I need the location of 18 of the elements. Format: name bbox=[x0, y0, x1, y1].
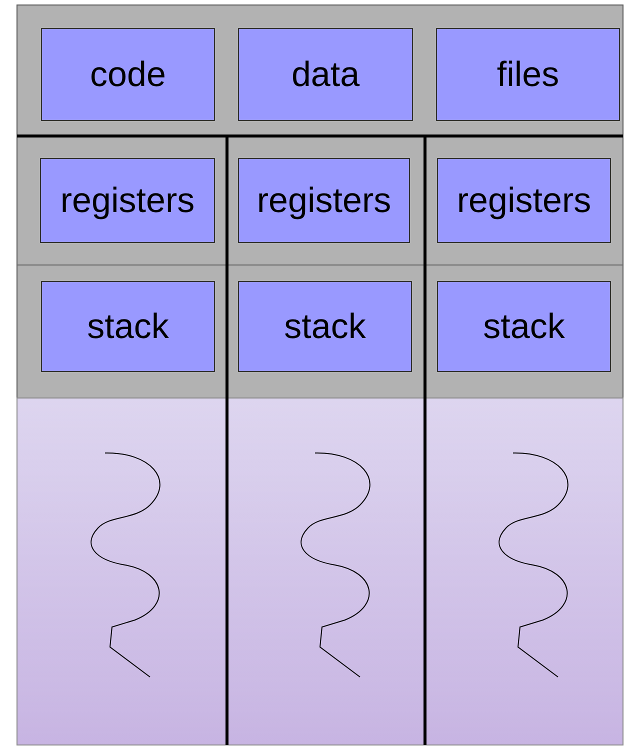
box-label: stack bbox=[87, 306, 169, 346]
memory-box bbox=[436, 28, 620, 121]
memory-box bbox=[238, 281, 412, 372]
memory-box bbox=[40, 158, 215, 243]
memory-box bbox=[41, 28, 215, 121]
box-label: stack bbox=[483, 306, 565, 346]
memory-box bbox=[41, 281, 215, 372]
memory-box bbox=[437, 158, 611, 243]
box-label: registers bbox=[60, 180, 195, 220]
box-label: registers bbox=[456, 180, 592, 220]
memory-box bbox=[238, 158, 410, 243]
box-label: registers bbox=[256, 180, 392, 220]
memory-box bbox=[238, 28, 413, 121]
box-label: stack bbox=[284, 306, 366, 346]
memory-box bbox=[437, 281, 611, 372]
box-label: code bbox=[90, 54, 166, 94]
box-label: files bbox=[496, 54, 560, 94]
box-label: data bbox=[291, 54, 360, 94]
